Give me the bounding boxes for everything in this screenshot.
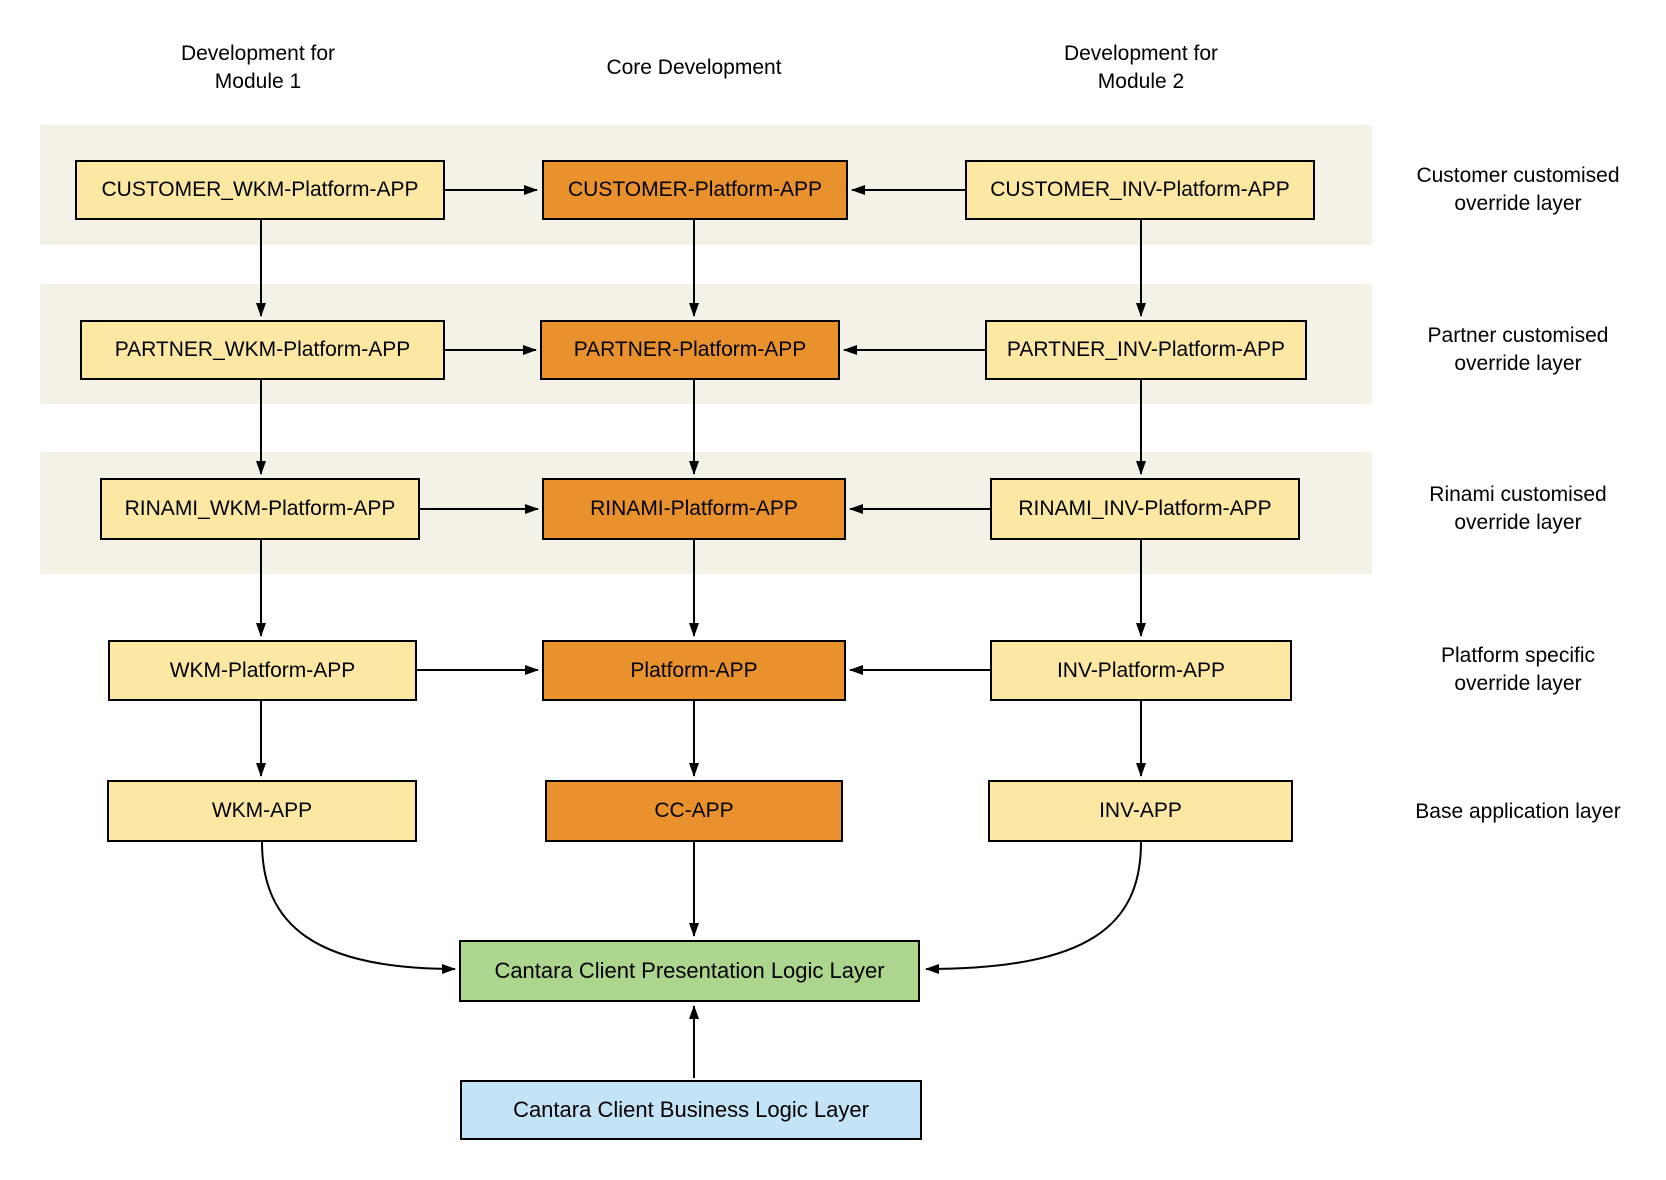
node-inv-app: INV-APP bbox=[988, 780, 1293, 842]
node-rinami-inv-platform-app: RINAMI_INV-Platform-APP bbox=[990, 478, 1300, 540]
layer-label-platform: Platform specific override layer bbox=[1440, 644, 1596, 695]
layer-label-customer: Customer customised override layer bbox=[1416, 164, 1620, 215]
node-cantara-business-layer: Cantara Client Business Logic Layer bbox=[460, 1080, 922, 1140]
arrow-wkmapp-presentation bbox=[261, 841, 456, 974]
node-rinami-platform-app: RINAMI-Platform-APP bbox=[542, 478, 846, 540]
node-rinami-wkm-platform-app: RINAMI_WKM-Platform-APP bbox=[100, 478, 420, 540]
node-wkm-platform-app: WKM-Platform-APP bbox=[108, 640, 417, 701]
column-header-core: Core Development bbox=[606, 56, 782, 79]
layer-label-partner: Partner customised override layer bbox=[1427, 324, 1609, 375]
node-partner-platform-app: PARTNER-Platform-APP bbox=[540, 320, 840, 380]
node-platform-app: Platform-APP bbox=[542, 640, 846, 701]
node-customer-platform-app: CUSTOMER-Platform-APP bbox=[542, 160, 848, 220]
column-header-module2: Development for Module 2 bbox=[1063, 42, 1219, 93]
arrow-invapp-presentation bbox=[925, 841, 1142, 974]
node-cantara-presentation-layer: Cantara Client Presentation Logic Layer bbox=[459, 940, 920, 1002]
node-cc-app: CC-APP bbox=[545, 780, 843, 842]
layer-label-rinami: Rinami customised override layer bbox=[1429, 483, 1607, 534]
node-partner-wkm-platform-app: PARTNER_WKM-Platform-APP bbox=[80, 320, 445, 380]
column-header-module1: Development for Module 1 bbox=[180, 42, 336, 93]
node-customer-wkm-platform-app: CUSTOMER_WKM-Platform-APP bbox=[75, 160, 445, 220]
layer-label-base: Base application layer bbox=[1415, 800, 1621, 823]
node-partner-inv-platform-app: PARTNER_INV-Platform-APP bbox=[985, 320, 1307, 380]
node-customer-inv-platform-app: CUSTOMER_INV-Platform-APP bbox=[965, 160, 1315, 220]
node-inv-platform-app: INV-Platform-APP bbox=[990, 640, 1292, 701]
node-wkm-app: WKM-APP bbox=[107, 780, 417, 842]
